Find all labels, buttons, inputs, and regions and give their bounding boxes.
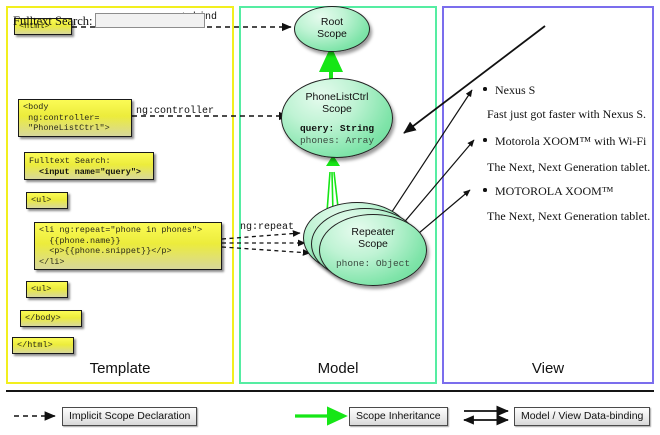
view-phone-name-1: Nexus S [483,83,535,98]
bullet-dot-icon [483,87,487,91]
scope-phonelistctrl-prop-phones: phones: Array [299,134,375,146]
view-phone-snippet-1: Fast just got faster with Nexus S. [487,107,646,121]
scope-phonelistctrl-prop-query: query: String [299,123,375,134]
edge-label-repeat: ng:repeat [240,222,295,233]
bullet-dot-icon [483,188,487,192]
scope-repeater-prop-phone: phone: Object [335,258,411,269]
panel-model-label: Model [317,360,359,377]
code-li-line-2: {{phone.name}} [39,235,121,246]
scope-phonelistctrl-title-2: Scope [322,103,352,115]
code-box-ul-close: <ul> [26,281,68,298]
code-box-body-close: </body> [20,310,82,327]
scope-root-title-2: Scope [317,28,347,40]
view-phone-snippet-3: The Next, Next Generation tablet. [487,209,651,223]
legend-label-implicit-scope-declaration: Implicit Scope Declaration [62,407,198,426]
scope-repeater: Repeater Scope phone: Object [319,214,427,286]
legend-label-model-view-data-binding: Model / View Data-binding [514,407,651,426]
scope-root: Root Scope [294,6,370,52]
code-box-fulltext-search: Fulltext Search:<input name="query"> [24,152,154,180]
scope-root-title-1: Root [320,16,344,28]
code-li-line-4: </li> [39,256,65,267]
scope-phonelistctrl-title-1: PhoneListCtrl [305,91,369,103]
code-box-html-close: </html> [12,337,74,354]
scope-phonelistctrl: PhoneListCtrl Scope query: String phones… [281,78,393,158]
view-phone-snippet-2: The Next, Next Generation tablet. [487,160,651,174]
view-phone-name-2: Motorola XOOM™ with Wi-Fi [483,134,646,149]
legend-divider [6,390,654,392]
panel-template-label: Template [89,360,151,377]
scope-repeater-title-2: Scope [358,238,388,250]
legend-label-scope-inheritance: Scope Inheritance [349,407,448,426]
panel-model: Model [239,6,437,384]
view-search-input[interactable] [95,13,205,28]
bullet-dot-icon [483,138,487,142]
code-li-line-3: <p>{{phone.snippet}}</p> [39,246,172,256]
code-box-li-repeat: <li ng:repeat="phone in phones"> {{phone… [34,222,222,270]
code-box-body-open: <body ng:controller= "PhoneListCtrl"> [18,99,132,137]
panel-view-label: View [531,360,565,377]
edge-label-controller: ng:controller [136,106,215,117]
code-fulltext-search-label: Fulltext Search: [29,156,111,166]
scope-repeater-title-1: Repeater [351,226,395,238]
code-box-ul-open: <ul> [26,192,68,209]
code-box-html-open: <html> [14,18,72,35]
view-phone-name-3: MOTOROLA XOOM™ [483,184,614,199]
code-li-line-1: <li ng:repeat="phone in phones"> [39,225,203,235]
view-search-label: Fulltext Search: [13,14,93,28]
code-input-query: <input name="query"> [39,166,142,177]
